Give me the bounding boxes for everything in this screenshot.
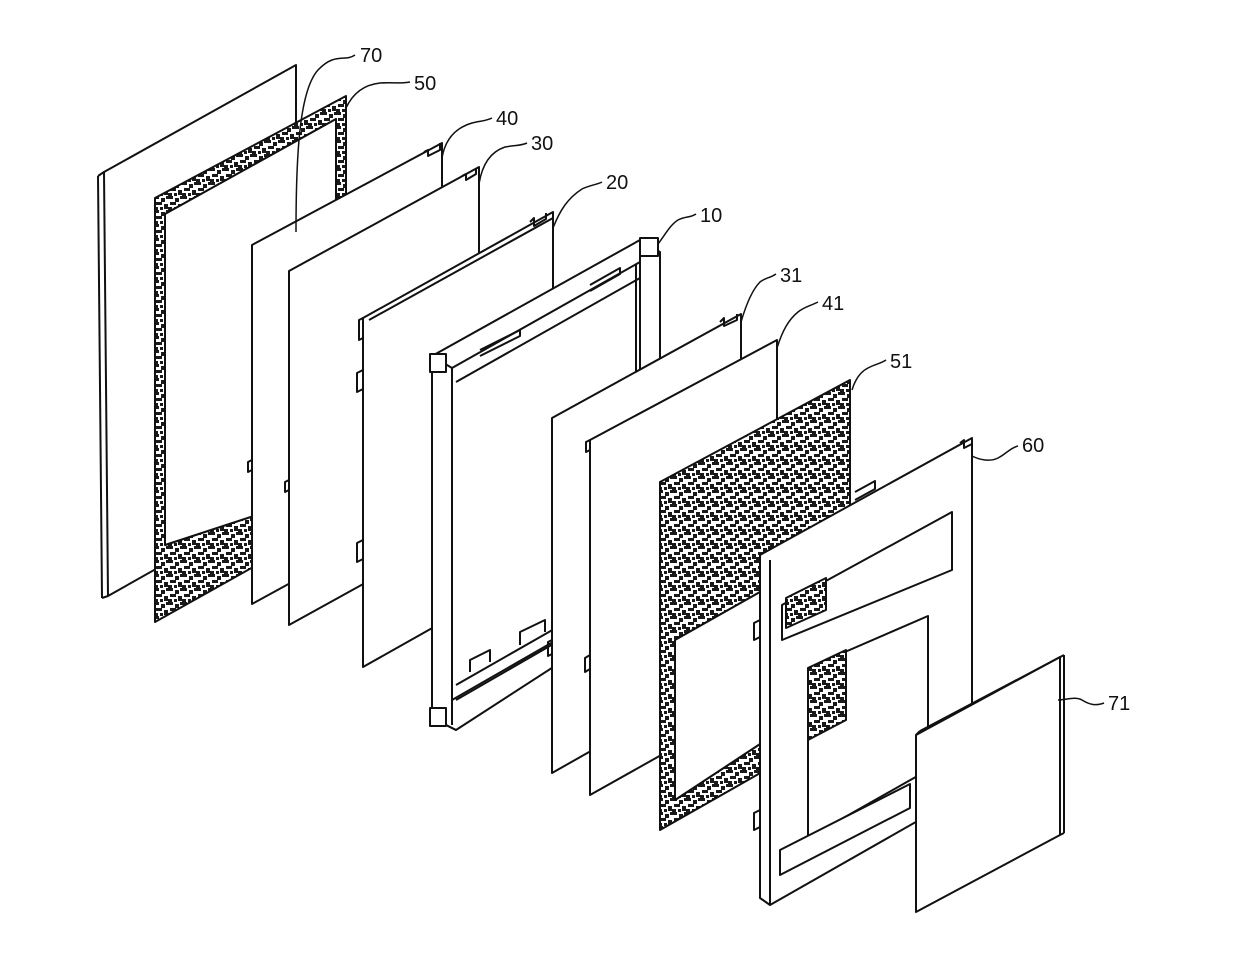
- label-60: 60: [1022, 435, 1044, 457]
- leader-60: [972, 446, 1018, 460]
- leader-30: [479, 143, 527, 184]
- leader-51: [852, 360, 886, 390]
- label-31: 31: [780, 265, 802, 287]
- leader-41: [777, 302, 818, 348]
- leader-10: [658, 214, 696, 244]
- leader-40: [442, 118, 492, 158]
- label-20: 20: [606, 172, 628, 194]
- label-41: 41: [822, 293, 844, 315]
- leader-20: [553, 182, 602, 228]
- label-70: 70: [360, 45, 382, 67]
- leader-50: [346, 82, 410, 108]
- leader-31: [741, 274, 776, 322]
- label-10: 10: [700, 205, 722, 227]
- label-71: 71: [1108, 693, 1130, 715]
- label-30: 30: [531, 133, 553, 155]
- label-51: 51: [890, 351, 912, 373]
- label-40: 40: [496, 108, 518, 130]
- label-50: 50: [414, 73, 436, 95]
